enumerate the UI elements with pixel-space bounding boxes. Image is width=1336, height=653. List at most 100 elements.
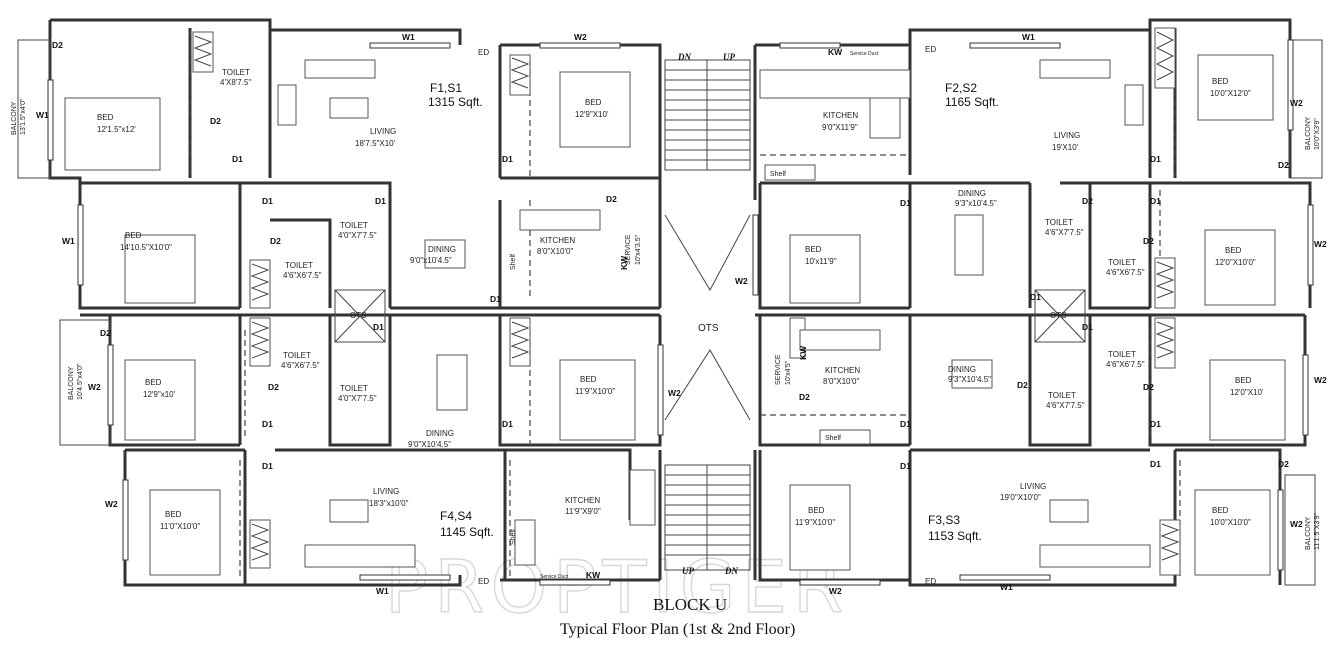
svg-text:W1: W1: [1000, 582, 1013, 592]
svg-text:W2: W2: [1314, 375, 1327, 385]
svg-text:BALCONY: BALCONY: [1305, 116, 1312, 150]
svg-text:BALCONY: BALCONY: [68, 366, 75, 400]
svg-text:BED: BED: [1212, 506, 1229, 515]
door-window-tags: D2 W1 D2 D1 W1 W2 D1 D1 W1 D2 D1 D1 D2 D…: [36, 32, 1327, 596]
svg-text:TOILET: TOILET: [340, 384, 368, 393]
svg-text:Service Duct: Service Duct: [850, 51, 879, 57]
svg-text:LIVING: LIVING: [1020, 482, 1046, 491]
svg-text:TOILET: TOILET: [222, 68, 250, 77]
svg-text:D1: D1: [490, 294, 501, 304]
svg-text:4'0"X7'7.5": 4'0"X7'7.5": [338, 394, 377, 403]
wardrobes: [192, 27, 1181, 576]
svg-text:9'0"X11'9": 9'0"X11'9": [822, 123, 858, 132]
flat-f3-name: F3,S3: [928, 513, 960, 527]
svg-text:W2: W2: [668, 388, 681, 398]
svg-text:W2: W2: [88, 382, 101, 392]
svg-text:D1: D1: [1082, 322, 1093, 332]
svg-text:OTS: OTS: [1050, 311, 1066, 320]
svg-text:D2: D2: [270, 236, 281, 246]
svg-text:19'0"X10'0": 19'0"X10'0": [1000, 493, 1041, 502]
svg-text:4'6"X6'7.5": 4'6"X6'7.5": [1106, 360, 1145, 369]
svg-text:10'x4'3.5": 10'x4'3.5": [635, 234, 642, 265]
svg-text:Shelf: Shelf: [510, 529, 517, 545]
staircases: [664, 59, 751, 571]
svg-text:4'6"X7'7.5": 4'6"X7'7.5": [1045, 228, 1084, 237]
svg-text:D2: D2: [1278, 459, 1289, 469]
svg-text:DINING: DINING: [958, 189, 986, 198]
svg-text:W1: W1: [376, 586, 389, 596]
plan-subtitle: Typical Floor Plan (1st & 2nd Floor): [560, 621, 795, 638]
svg-text:D2: D2: [268, 382, 279, 392]
svg-text:KITCHEN: KITCHEN: [823, 111, 858, 120]
svg-text:12'0"X10': 12'0"X10': [1230, 388, 1264, 397]
svg-text:OTS: OTS: [350, 311, 366, 320]
svg-text:D2: D2: [52, 40, 63, 50]
svg-text:D2: D2: [1278, 160, 1289, 170]
svg-text:4'X8'7.5": 4'X8'7.5": [220, 78, 251, 87]
svg-text:Shelf: Shelf: [770, 171, 786, 178]
svg-text:W2: W2: [105, 499, 118, 509]
svg-text:12'9"X10': 12'9"X10': [575, 110, 609, 119]
walls: [48, 18, 1312, 587]
svg-text:DINING: DINING: [948, 365, 976, 374]
flat-f1-name: F1,S1: [430, 81, 462, 95]
svg-text:DINING: DINING: [426, 429, 454, 438]
svg-text:W2: W2: [735, 276, 748, 286]
svg-text:D2: D2: [799, 392, 810, 402]
svg-text:D2: D2: [1082, 196, 1093, 206]
svg-text:D1: D1: [1150, 196, 1161, 206]
svg-text:DINING: DINING: [428, 245, 456, 254]
flat-f2-area: 1165 Sqft.: [945, 95, 999, 109]
svg-text:9'3"X10'4.5": 9'3"X10'4.5": [948, 375, 991, 384]
svg-text:D1: D1: [232, 154, 243, 164]
flat-f4-area: 1145 Sqft.: [440, 525, 494, 539]
windows: [47, 39, 1314, 586]
svg-text:KW: KW: [828, 47, 843, 57]
svg-text:W2: W2: [1290, 519, 1303, 529]
flat-f1-area: 1315 Sqft.: [428, 95, 483, 109]
svg-text:D1: D1: [262, 461, 273, 471]
svg-text:W2: W2: [829, 586, 842, 596]
block-title: BLOCK U: [653, 595, 727, 614]
svg-text:4'6"X7'7.5": 4'6"X7'7.5": [1046, 401, 1085, 410]
svg-text:LIVING: LIVING: [373, 487, 399, 496]
svg-text:8'0"X10'0": 8'0"X10'0": [823, 377, 859, 386]
svg-text:TOILET: TOILET: [1108, 258, 1136, 267]
svg-text:D1: D1: [502, 154, 513, 164]
svg-text:D1: D1: [900, 461, 911, 471]
furniture: [277, 59, 1151, 568]
svg-text:Shelf: Shelf: [510, 254, 517, 270]
svg-text:D2: D2: [1143, 382, 1154, 392]
svg-text:9'0"X10'4.5": 9'0"X10'4.5": [408, 440, 451, 449]
svg-text:D2: D2: [210, 116, 221, 126]
svg-text:KW: KW: [798, 345, 808, 360]
svg-text:BED: BED: [125, 231, 142, 240]
svg-text:KITCHEN: KITCHEN: [565, 496, 600, 505]
svg-text:10'4.5"x4'0": 10'4.5"x4'0": [77, 363, 84, 400]
svg-text:W2: W2: [574, 32, 587, 42]
svg-text:TOILET: TOILET: [340, 221, 368, 230]
svg-text:11'1.5"X3'9": 11'1.5"X3'9": [1314, 512, 1321, 550]
svg-text:D1: D1: [900, 419, 911, 429]
svg-text:DN: DN: [724, 566, 738, 576]
svg-text:D2: D2: [1017, 380, 1028, 390]
svg-text:SERVICE: SERVICE: [625, 234, 632, 265]
svg-text:W1: W1: [62, 236, 75, 246]
svg-text:BED: BED: [808, 506, 825, 515]
svg-text:D1: D1: [262, 419, 273, 429]
svg-text:12'0"X10'0": 12'0"X10'0": [1215, 258, 1256, 267]
svg-text:W2: W2: [1290, 98, 1303, 108]
svg-text:Service Duct: Service Duct: [540, 574, 569, 580]
svg-text:10'0"X10'0": 10'0"X10'0": [1210, 518, 1251, 527]
svg-text:TOILET: TOILET: [285, 261, 313, 270]
svg-text:BED: BED: [1212, 77, 1229, 86]
svg-text:DN: DN: [677, 52, 691, 62]
svg-text:18'7.5"X10': 18'7.5"X10': [355, 139, 396, 148]
svg-text:11'9"X10'0": 11'9"X10'0": [795, 518, 835, 527]
svg-text:19'X10': 19'X10': [1052, 143, 1079, 152]
svg-text:W2: W2: [1314, 239, 1327, 249]
svg-text:10'0"X3'9": 10'0"X3'9": [1314, 118, 1321, 150]
svg-text:11'0"X10'0": 11'0"X10'0": [160, 522, 200, 531]
svg-text:UP: UP: [682, 566, 694, 576]
svg-text:ED: ED: [478, 48, 489, 57]
